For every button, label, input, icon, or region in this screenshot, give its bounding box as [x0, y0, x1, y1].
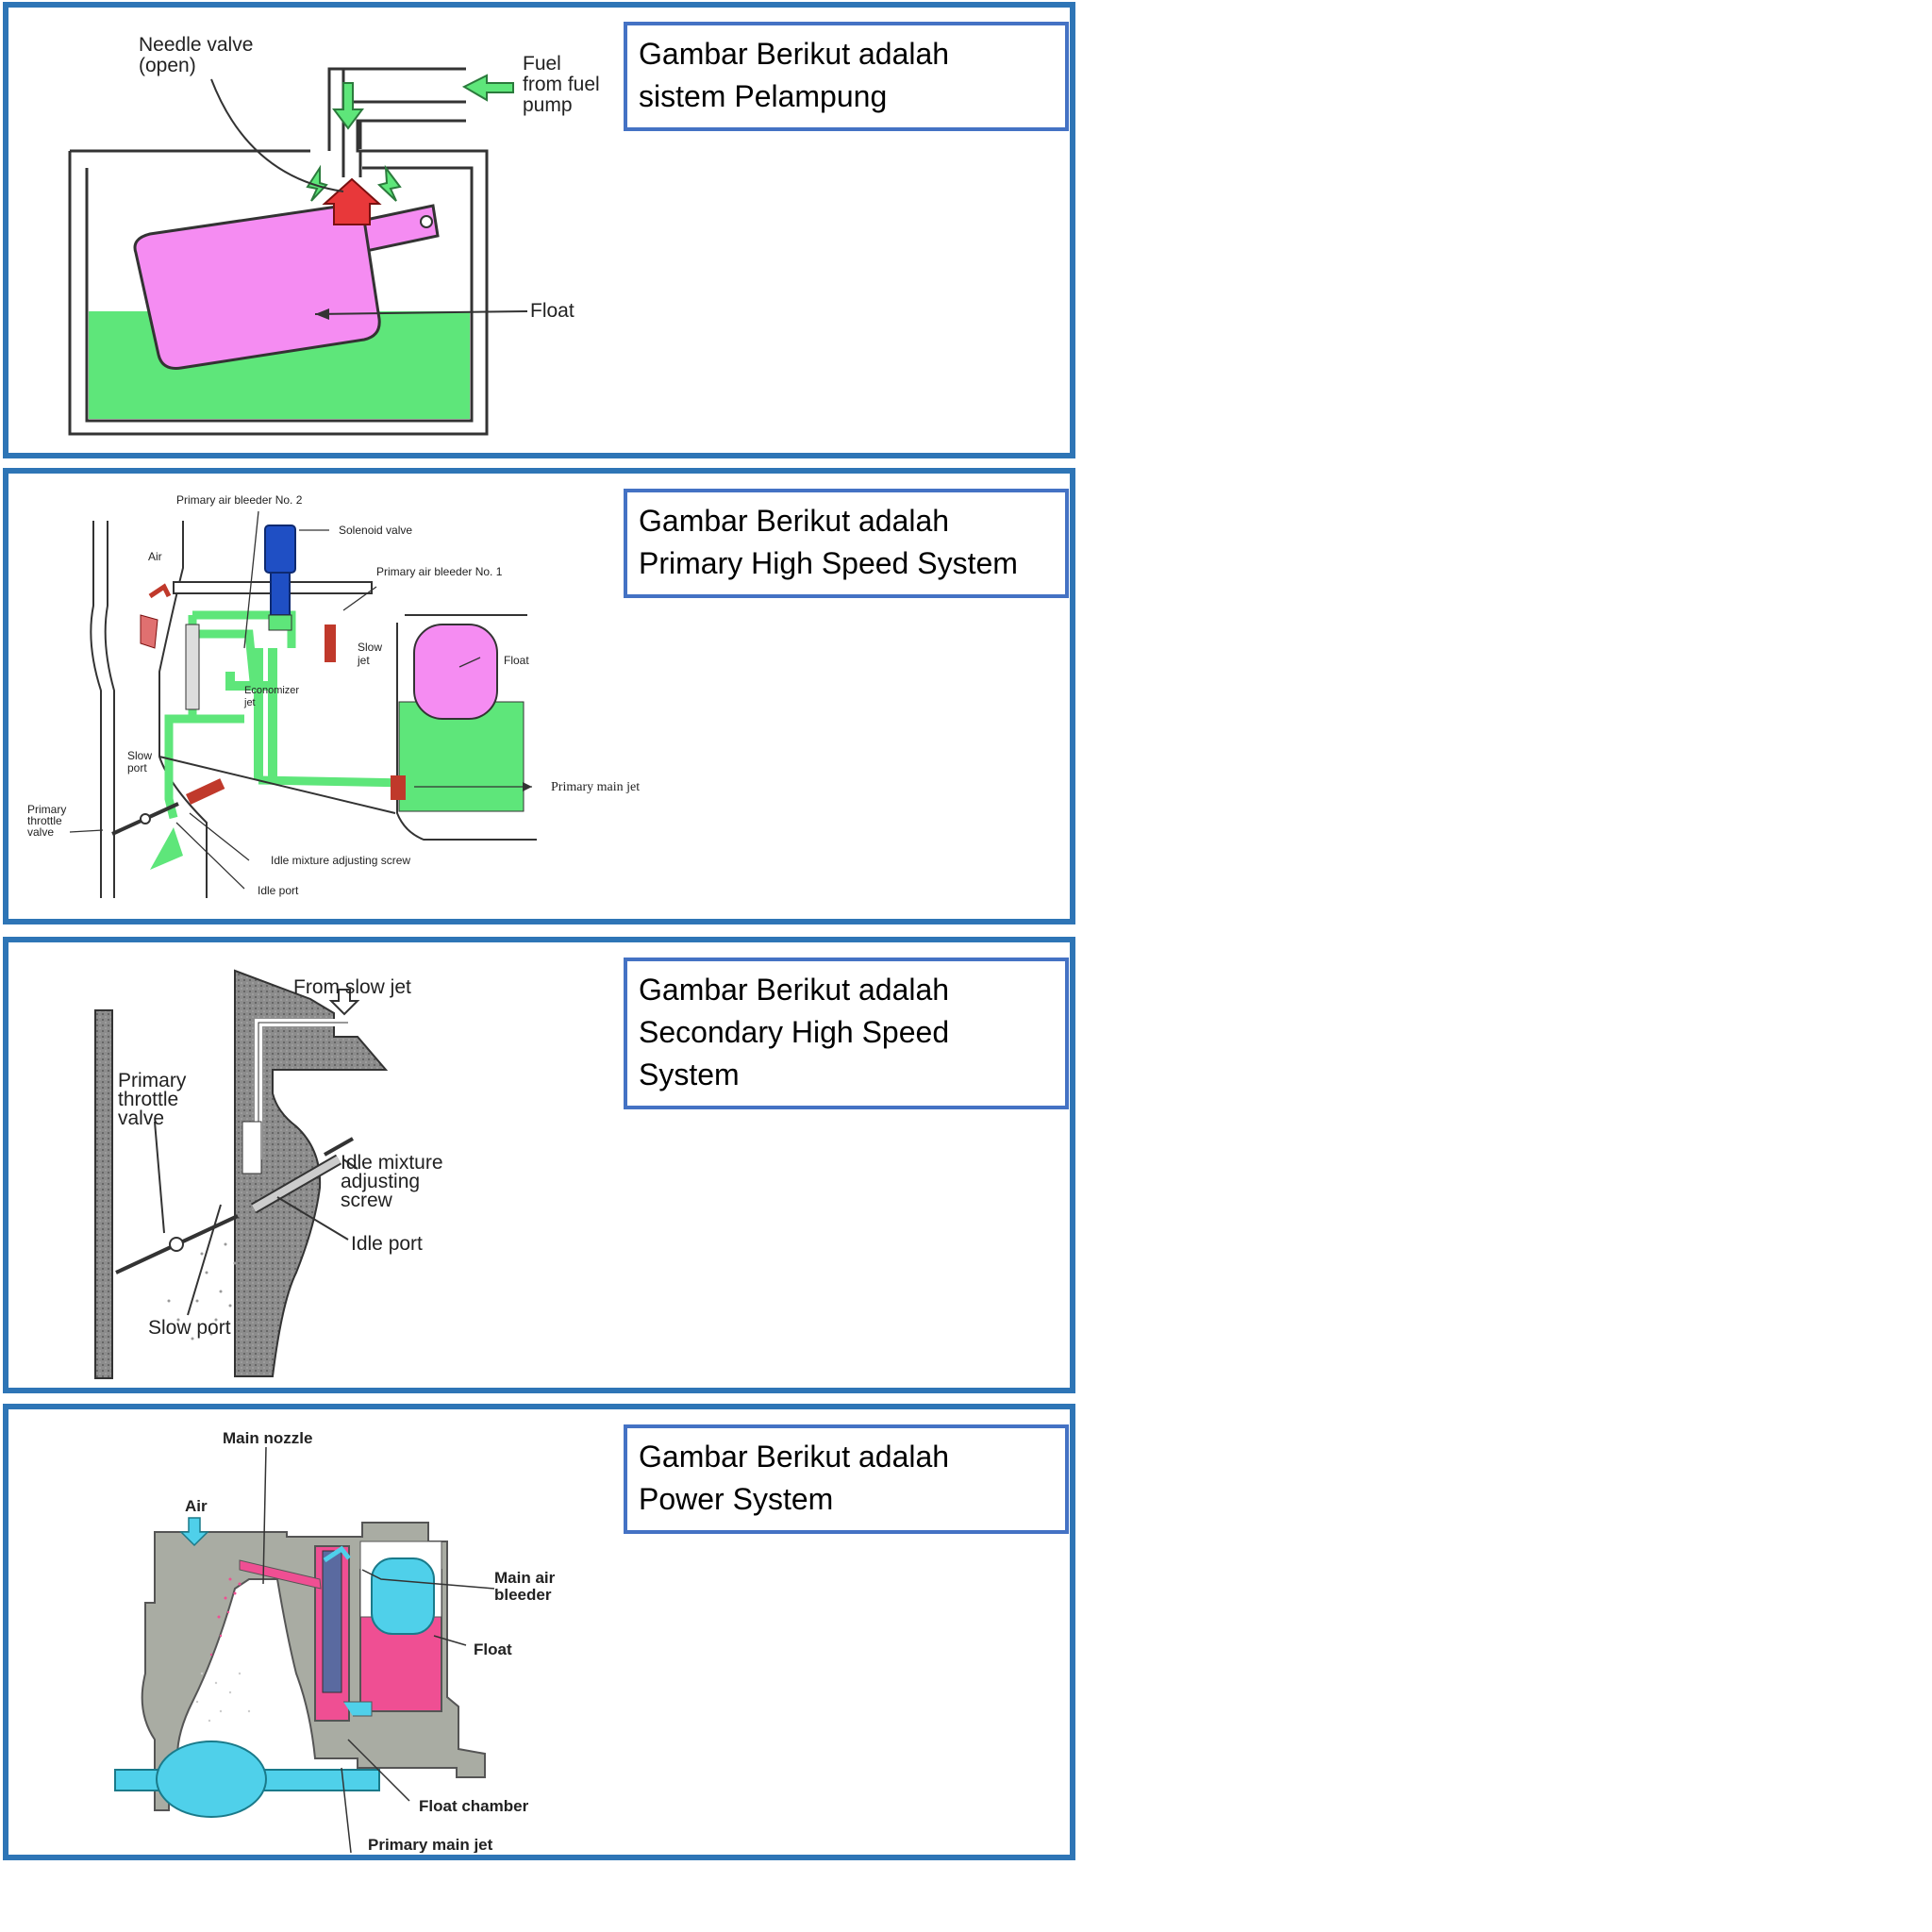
fuel-inlet-arrow: [464, 75, 513, 100]
label-slow-port: Slow: [127, 749, 152, 762]
label-solenoid: Solenoid valve: [339, 524, 412, 537]
label-fuel-pump: pump: [523, 94, 573, 116]
float-system-diagram: Needle valve (open) Fuel from fuel pump …: [60, 26, 626, 441]
secondary-high-speed-diagram: From slow jet Primary throttle valve Idl…: [84, 961, 575, 1386]
label-main-air-bleeder: Main air: [494, 1569, 556, 1587]
solenoid-valve: [265, 525, 295, 573]
label-needle-valve: Needle valve: [139, 34, 253, 56]
label-air-bleeder-1: Primary air bleeder No. 1: [376, 565, 503, 578]
float-body: [414, 625, 497, 719]
label-float: Float: [504, 654, 529, 667]
label-float: Float: [474, 1641, 512, 1658]
caption-line: Power System: [639, 1478, 1054, 1521]
label-slow-port-2: port: [127, 761, 147, 774]
label-float: Float: [530, 300, 575, 322]
float-body: [372, 1558, 434, 1634]
label-slow-port: Slow port: [148, 1317, 231, 1339]
float-body: [135, 206, 379, 369]
caption-secondary-high-speed: Gambar Berikut adalah Secondary High Spe…: [624, 958, 1069, 1109]
left-wall: [95, 1010, 112, 1378]
label-slow-jet: Slow: [358, 641, 382, 654]
idle-spray: [150, 827, 183, 870]
label-fuel: Fuel: [523, 53, 561, 75]
label-main-nozzle: Main nozzle: [223, 1429, 312, 1447]
label-main-air-bleeder-2: bleeder: [494, 1586, 552, 1604]
label-from-slow-jet: From slow jet: [293, 976, 411, 998]
label-economizer-2: jet: [243, 697, 256, 708]
caption-line: Gambar Berikut adalah: [639, 33, 1054, 75]
throttle-plate: [157, 1741, 266, 1817]
caption-line: sistem Pelampung: [639, 75, 1054, 118]
label-air-bleeder-2: Primary air bleeder No. 2: [176, 493, 303, 507]
panel-power-system: Main nozzle Air Main air bleeder Float F…: [3, 1404, 1075, 1860]
label-fuel-from: from fuel: [523, 74, 600, 95]
caption-line: Gambar Berikut adalah: [639, 969, 1054, 1011]
primary-high-speed-diagram: Primary air bleeder No. 2 Solenoid valve…: [18, 483, 678, 908]
label-slow-jet-2: jet: [357, 654, 370, 667]
label-throttle-3: valve: [27, 825, 54, 839]
caption-line: Secondary High Speed: [639, 1011, 1054, 1054]
label-idle-screw-3: screw: [341, 1190, 393, 1211]
panel-secondary-high-speed: From slow jet Primary throttle valve Idl…: [3, 937, 1075, 1393]
caption-line: Gambar Berikut adalah: [639, 500, 1054, 542]
panel-float-system: Needle valve (open) Fuel from fuel pump …: [3, 2, 1075, 458]
caption-primary-high-speed: Gambar Berikut adalah Primary High Speed…: [624, 489, 1069, 598]
label-main-jet: Primary main jet: [551, 780, 640, 794]
label-throttle-3: valve: [118, 1108, 164, 1129]
label-air: Air: [148, 550, 162, 563]
label-air: Air: [185, 1497, 208, 1515]
label-float-chamber: Float chamber: [419, 1797, 529, 1815]
panel-primary-high-speed: Primary air bleeder No. 2 Solenoid valve…: [3, 468, 1075, 924]
caption-power-system: Gambar Berikut adalah Power System: [624, 1424, 1069, 1534]
label-idle-port: Idle port: [258, 884, 299, 897]
label-needle-open: (open): [139, 55, 196, 76]
label-idle-port: Idle port: [351, 1233, 423, 1255]
label-economizer: Economizer: [244, 685, 299, 696]
power-system-diagram: Main nozzle Air Main air bleeder Float F…: [98, 1428, 570, 1853]
caption-line: Primary High Speed System: [639, 542, 1054, 585]
caption-line: Gambar Berikut adalah: [639, 1436, 1054, 1478]
caption-float-system: Gambar Berikut adalah sistem Pelampung: [624, 22, 1069, 131]
label-idle-screw: Idle mixture adjusting screw: [271, 854, 410, 867]
caption-line: System: [639, 1054, 1054, 1096]
label-primary-main-jet: Primary main jet: [368, 1836, 493, 1853]
